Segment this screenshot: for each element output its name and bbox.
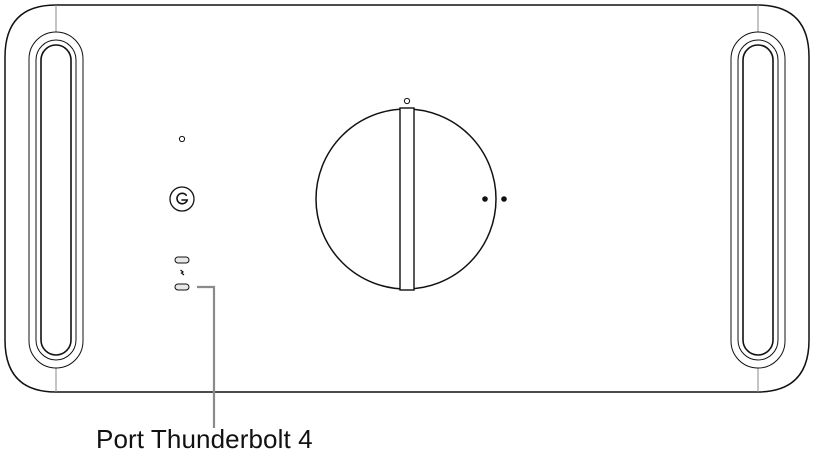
- chassis-outline: [4, 4, 810, 393]
- thunderbolt-port-upper: [174, 256, 190, 264]
- left-handle: [28, 31, 84, 369]
- callout-leader-line: [197, 285, 216, 428]
- thunderbolt-icon: [180, 269, 185, 276]
- lock-dot-icon: [501, 196, 507, 202]
- callout-label-thunderbolt: Port Thunderbolt 4: [96, 424, 313, 454]
- power-button: [169, 186, 195, 212]
- unlock-dot-icon: [482, 196, 488, 202]
- thunderbolt-port-lower: [174, 283, 190, 291]
- status-light-icon: [178, 135, 186, 143]
- right-handle: [730, 31, 786, 369]
- power-icon: [176, 192, 189, 205]
- top-latch: [315, 97, 507, 291]
- latch-indicator-icon: [403, 97, 411, 105]
